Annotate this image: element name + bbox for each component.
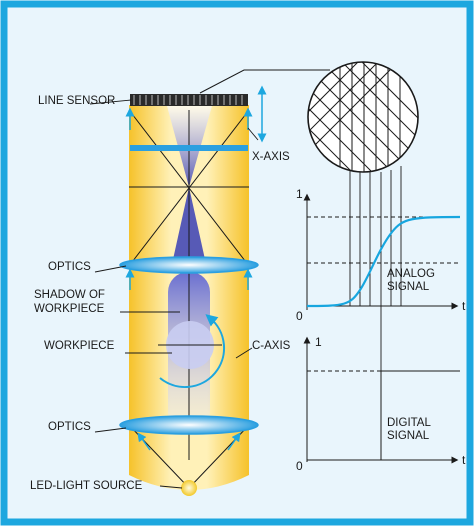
c-axis-label: C-AXIS [252, 340, 291, 352]
digital-origin: 0 [296, 459, 303, 473]
c-axis-rotation-arrow [159, 314, 226, 389]
x-axis-bar [130, 145, 248, 151]
optics-top-label: OPTICS [48, 261, 91, 273]
beam-edge-arrows [125, 107, 253, 451]
leader-lines [89, 99, 259, 489]
magnified-sensor [307, 61, 419, 173]
digital-plot: 1 0 t DIGITAL SIGNAL [296, 335, 466, 473]
sensor-pixels [133, 95, 243, 105]
analog-plot: 1 0 t ANALOG SIGNAL [296, 187, 466, 323]
analog-origin: 0 [296, 309, 303, 323]
magnifier-leader [199, 69, 330, 94]
led-source-label: LED-LIGHT SOURCE [30, 480, 143, 492]
digital-signal-label-line1: DIGITAL [387, 417, 431, 429]
shadow-label-line2: WORKPIECE [34, 303, 105, 315]
digital-signal-step [307, 370, 460, 461]
analog-y-tick-one: 1 [296, 187, 303, 201]
workpiece-label: WORKPIECE [44, 340, 115, 352]
analog-signal-curve [306, 215, 461, 308]
analog-t-label: t [462, 299, 466, 313]
analog-signal-label-line1: ANALOG [387, 268, 435, 280]
optics-bottom-lens [119, 415, 259, 435]
led-light-source [181, 480, 197, 496]
digital-t-label: t [462, 453, 466, 467]
optics-top-lens [119, 256, 259, 274]
shadow-label-line1: SHADOW OF [34, 289, 105, 301]
analog-signal-label-line2: SIGNAL [387, 281, 430, 293]
digital-signal-label-line2: SIGNAL [387, 430, 430, 442]
digital-y-tick-one: 1 [315, 335, 322, 349]
optics-bottom-label: OPTICS [48, 421, 91, 433]
x-axis-label: X-AXIS [252, 151, 290, 163]
line-sensor-label: LINE SENSOR [38, 95, 115, 107]
